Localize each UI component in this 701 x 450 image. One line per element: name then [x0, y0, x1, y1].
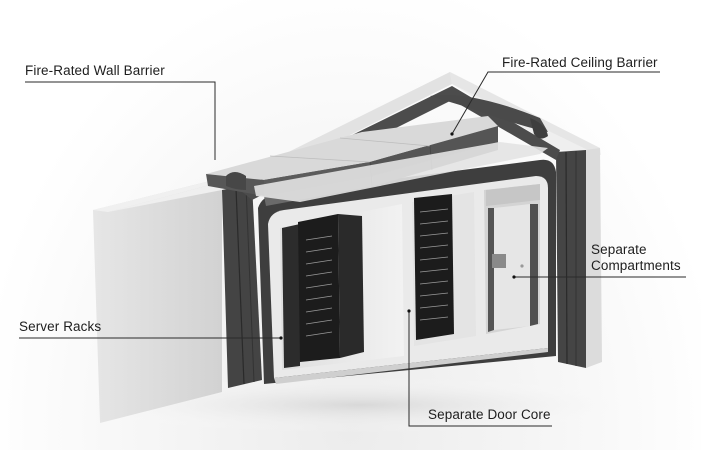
ceiling-panels	[206, 94, 548, 206]
leader-ceiling-barrier	[451, 71, 660, 135]
label-fire-rated-wall-barrier: Fire-Rated Wall Barrier	[25, 63, 165, 78]
label-line-1: Separate	[591, 242, 647, 257]
wall-insulation-left	[222, 184, 262, 388]
label-server-racks: Server Racks	[19, 319, 102, 334]
label-line-2: Compartments	[591, 258, 681, 273]
leader-door-core	[408, 311, 552, 427]
leader-endpoints	[279, 132, 516, 340]
leader-wall-barrier	[25, 81, 216, 160]
right-end-wall	[585, 148, 602, 368]
label-fire-rated-ceiling-barrier: Fire-Rated Ceiling Barrier	[502, 55, 658, 70]
ceiling-insulation	[240, 86, 560, 200]
compartment-door	[488, 204, 538, 332]
wall-insulation-right	[556, 150, 586, 368]
leader-lines	[19, 71, 686, 427]
server-racks-group	[282, 194, 454, 368]
label-separate-door-core: Separate Door Core	[428, 407, 551, 422]
label-separate-compartments: Separate Compartments	[591, 242, 681, 274]
